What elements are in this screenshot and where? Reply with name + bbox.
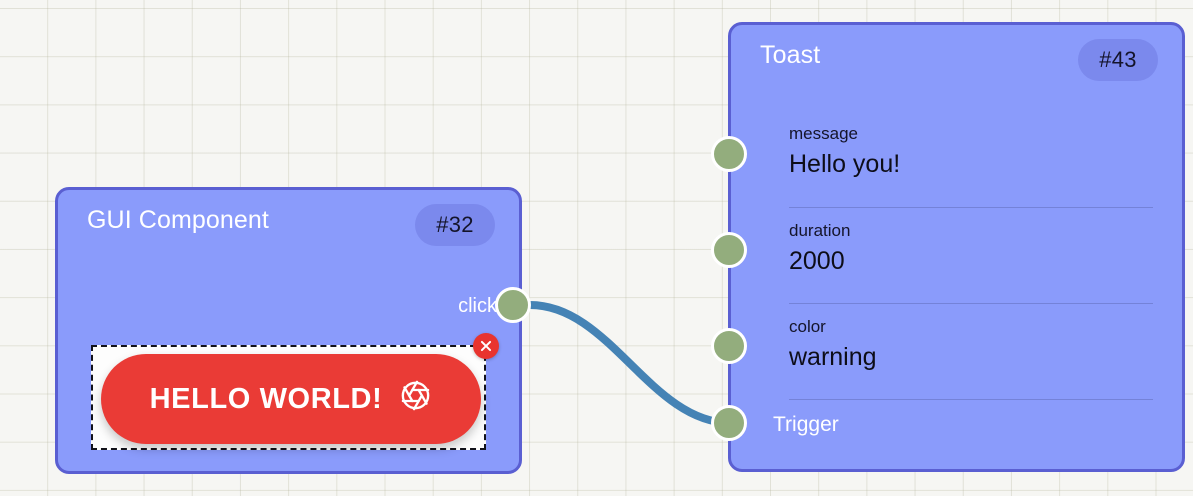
node-header: GUI Component #32 bbox=[58, 190, 519, 252]
node-id-badge-toast: #43 bbox=[1078, 39, 1158, 81]
input-port-trigger[interactable] bbox=[711, 405, 747, 441]
field-duration: duration 2000 bbox=[789, 221, 1153, 277]
connection-edge-click-to-trigger[interactable] bbox=[526, 301, 734, 427]
close-icon[interactable] bbox=[473, 333, 499, 359]
field-label-color: color bbox=[789, 317, 826, 336]
node-header: Toast #43 bbox=[731, 25, 1182, 87]
output-port-label-click: click bbox=[458, 295, 497, 317]
field-divider bbox=[789, 399, 1153, 400]
node-gui-component[interactable]: GUI Component #32 click HELLO WORLD! bbox=[55, 187, 522, 474]
node-toast[interactable]: Toast #43 message Hello you! duration 20… bbox=[728, 22, 1185, 472]
field-message: message Hello you! bbox=[789, 124, 1153, 180]
node-title-gui-component: GUI Component bbox=[87, 206, 269, 234]
field-label-message: message bbox=[789, 124, 858, 143]
node-title-toast: Toast bbox=[760, 41, 821, 69]
field-divider bbox=[789, 303, 1153, 304]
aperture-icon bbox=[399, 379, 432, 420]
field-value-duration[interactable]: 2000 bbox=[789, 246, 845, 275]
component-preview-selection-box[interactable]: HELLO WORLD! bbox=[91, 345, 486, 450]
input-port-duration[interactable] bbox=[711, 232, 747, 268]
input-port-message[interactable] bbox=[711, 136, 747, 172]
hello-world-button-label: HELLO WORLD! bbox=[149, 382, 383, 415]
input-port-color[interactable] bbox=[711, 328, 747, 364]
field-label-duration: duration bbox=[789, 221, 851, 240]
field-color: color warning bbox=[789, 317, 1153, 373]
field-divider bbox=[789, 207, 1153, 208]
field-value-message[interactable]: Hello you! bbox=[789, 149, 901, 178]
output-port-click[interactable] bbox=[495, 287, 531, 323]
node-id-badge-gui-component: #32 bbox=[415, 204, 495, 246]
hello-world-button[interactable]: HELLO WORLD! bbox=[101, 354, 481, 444]
field-value-color[interactable]: warning bbox=[789, 342, 877, 371]
input-port-label-trigger: Trigger bbox=[773, 413, 839, 436]
